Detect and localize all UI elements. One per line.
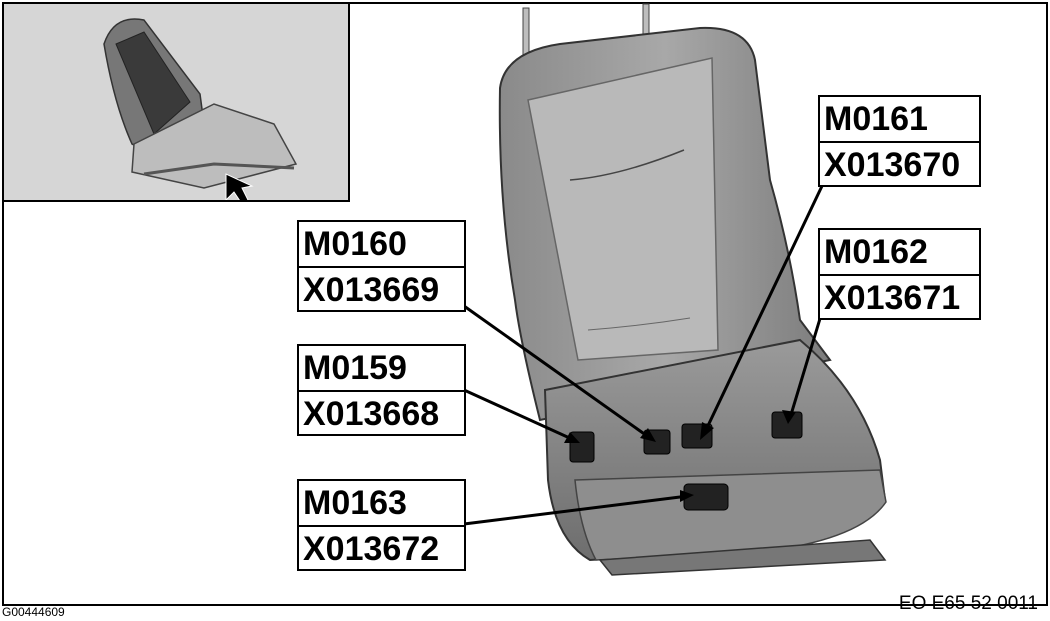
callout-m0161: M0161 X013670 (818, 95, 981, 187)
backrest-panel (527, 57, 719, 361)
arrowhead-m0160 (640, 428, 656, 442)
locator-inset (2, 2, 350, 202)
connector-code: X013672 (303, 530, 440, 568)
inset-rails (143, 162, 295, 176)
connector-code: X013670 (824, 146, 961, 184)
seat-rail (598, 539, 887, 576)
connector-code: X013669 (303, 271, 440, 309)
figure-code: EO E65 52 0011 (898, 593, 1038, 614)
arrowhead-m0159 (564, 432, 580, 443)
motor-code: M0163 (299, 481, 464, 527)
inset-seat-sketch (103, 18, 298, 200)
callout-m0163: M0163 X013672 (297, 479, 466, 571)
arrowhead-m0162 (782, 410, 796, 424)
switch-m0163 (683, 483, 729, 511)
motor-code: M0159 (299, 346, 464, 392)
backrest-stitch-lower (587, 317, 691, 331)
motor-code: M0160 (299, 222, 464, 268)
leader-m0159 (463, 388, 575, 442)
callout-m0160: M0160 X013669 (297, 220, 466, 312)
arrowhead-m0163 (680, 490, 694, 502)
motor-code: M0162 (820, 230, 979, 276)
leader-m0161 (703, 185, 824, 433)
motor-code: M0161 (820, 97, 979, 143)
leader-m0160 (463, 304, 651, 440)
inset-pointer-arrow (225, 173, 254, 200)
connector-code: X013671 (824, 279, 961, 317)
inset-backrest-frame (115, 31, 191, 135)
leader-m0163 (463, 494, 689, 526)
callout-m0162: M0162 X013671 (818, 228, 981, 320)
connector-code: X013668 (303, 395, 440, 433)
image-id: G00444609 (2, 605, 65, 619)
callout-m0159: M0159 X013668 (297, 344, 466, 436)
leader-m0162 (788, 311, 824, 419)
arrowhead-m0161 (700, 422, 714, 440)
backrest-stitch (569, 149, 685, 181)
